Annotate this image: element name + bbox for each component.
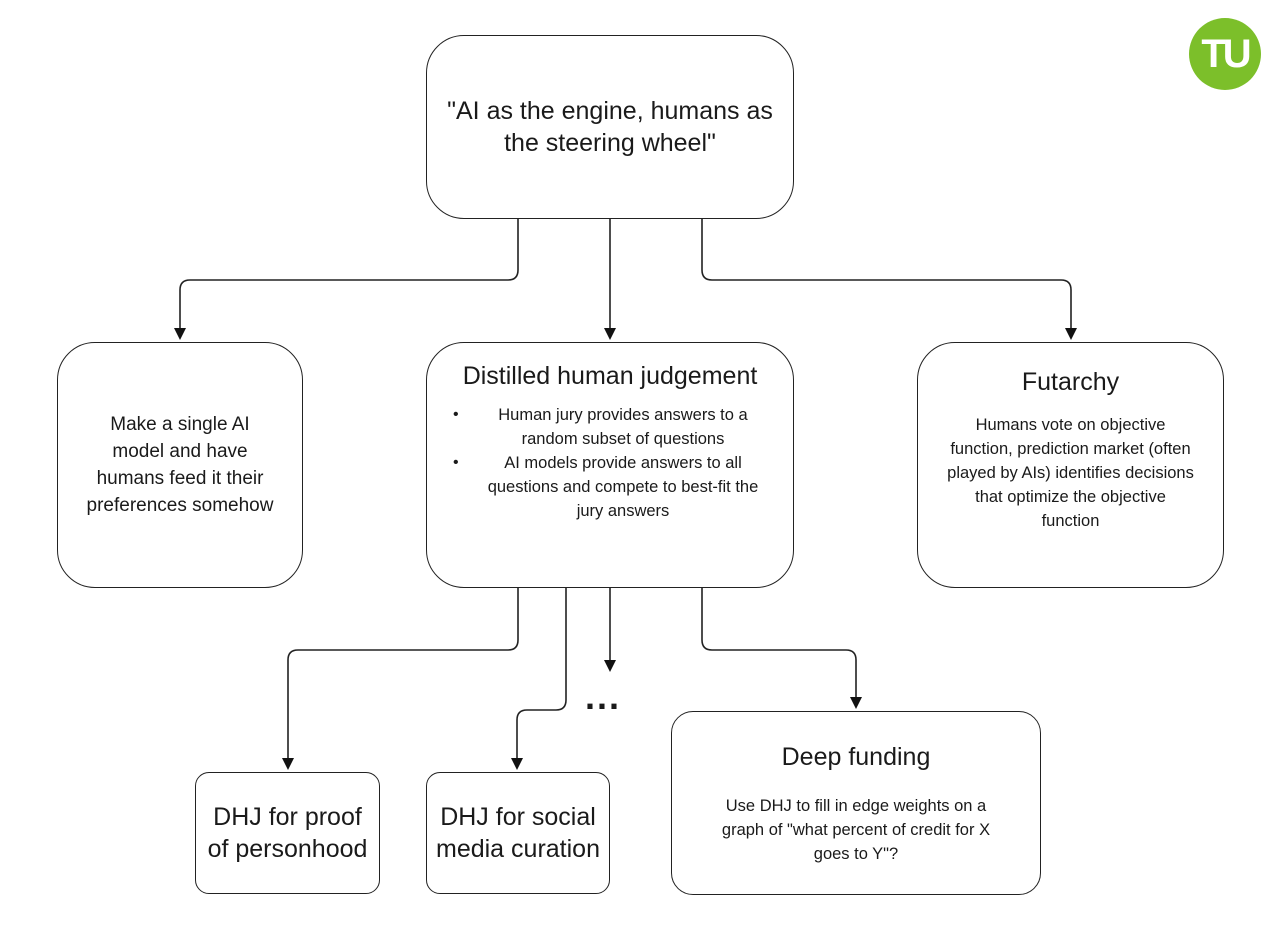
edge-root-to-left [174, 218, 519, 340]
edge-dhj-to-social [511, 588, 567, 770]
dhj-social-node: DHJ for social media curation [426, 772, 610, 894]
root-text: "AI as the engine, humans as the steerin… [447, 97, 773, 157]
dhj-pop-node: DHJ for proof of personhood [195, 772, 380, 894]
deep-funding-node: Deep funding Use DHJ to fill in edge wei… [671, 711, 1041, 895]
dhj-bullet-1: Human jury provides answers to a random … [445, 403, 775, 451]
deep-funding-desc: Use DHJ to fill in edge weights on a gra… [721, 797, 991, 863]
more-branches-ellipsis: ... [585, 676, 622, 717]
dhj-node: Distilled human judgement Human jury pro… [426, 342, 794, 588]
root-node: "AI as the engine, humans as the steerin… [426, 35, 794, 219]
edge-root-to-futarchy [701, 218, 1077, 340]
dhj-bullet-list: Human jury provides answers to a random … [445, 403, 775, 523]
deep-funding-title: Deep funding [781, 743, 931, 771]
edge-dhj-to-pop [282, 588, 519, 770]
logo-text: TU [1201, 31, 1251, 76]
dhj-pop-text: DHJ for proof of personhood [207, 803, 368, 863]
futarchy-desc: Humans vote on objective function, predi… [947, 416, 1194, 530]
tu-logo: TU [1189, 18, 1261, 90]
single-ai-node: Make a single AI model and have humans f… [57, 342, 303, 588]
futarchy-title: Futarchy [1021, 368, 1120, 396]
futarchy-node: Futarchy Humans vote on objective functi… [917, 342, 1224, 588]
single-ai-text: Make a single AI model and have humans f… [86, 414, 274, 516]
dhj-social-text: DHJ for social media curation [436, 803, 600, 863]
dhj-bullet-2: AI models provide answers to all questio… [445, 451, 775, 523]
edge-dhj-to-deep [701, 588, 862, 709]
dhj-title: Distilled human judgement [462, 362, 758, 390]
